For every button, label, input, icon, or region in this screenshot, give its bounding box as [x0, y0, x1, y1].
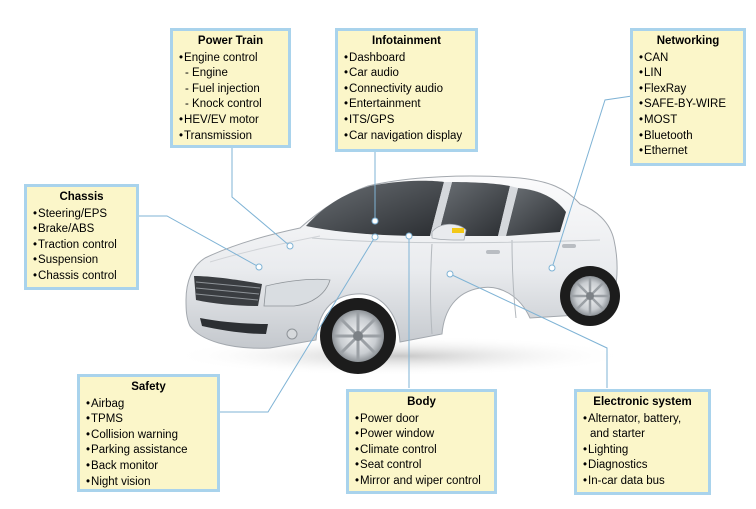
list-item: Connectivity audio: [344, 82, 469, 98]
networking-list: CAN LIN FlexRay SAFE-BY-WIRE MOST Blueto…: [639, 51, 737, 160]
list-item: Car navigation display: [344, 129, 469, 145]
list-item: FlexRay: [639, 82, 737, 98]
list-item: Suspension: [33, 253, 130, 269]
chassis-box: Chassis Steering/EPS Brake/ABS Traction …: [24, 184, 139, 290]
list-item: CAN: [639, 51, 737, 67]
chassis-title: Chassis: [59, 191, 104, 203]
list-subitem: Fuel injection: [179, 82, 282, 98]
car-shadow: [170, 336, 630, 376]
car-illustration: [185, 175, 620, 374]
connector-electronic-system: [449, 273, 608, 388]
list-item: Bluetooth: [639, 129, 737, 145]
list-item-continuation: and starter: [590, 428, 645, 441]
electronic-system-list: Alternator, battery, and starter Lightin…: [583, 412, 702, 490]
list-item: Brake/ABS: [33, 222, 130, 238]
connector-power-train: [231, 138, 291, 247]
list-item: Lighting: [583, 443, 702, 459]
safety-box: Safety Airbag TPMS Collision warning Par…: [77, 374, 220, 492]
list-item: Power window: [355, 427, 488, 443]
power-train-list: Engine control Engine Fuel injection Kno…: [179, 51, 282, 145]
list-item: Mirror and wiper control: [355, 474, 488, 490]
list-item: ITS/GPS: [344, 113, 469, 129]
power-train-title: Power Train: [197, 35, 264, 47]
list-item: Dashboard: [344, 51, 469, 67]
list-item: Car audio: [344, 66, 469, 82]
list-subitem: Knock control: [179, 97, 282, 113]
body-list: Power door Power window Climate control …: [355, 412, 488, 490]
list-item: Engine control: [179, 51, 282, 67]
infotainment-title: Infotainment: [372, 35, 441, 47]
connector-chassis: [139, 215, 260, 268]
list-item: Diagnostics: [583, 458, 702, 474]
list-item: SAFE-BY-WIRE: [639, 97, 737, 113]
networking-title: Networking: [656, 35, 720, 47]
safety-list: Airbag TPMS Collision warning Parking as…: [86, 397, 211, 491]
safety-title: Safety: [131, 381, 166, 393]
list-item: Transmission: [179, 129, 282, 145]
list-item: Seat control: [355, 458, 488, 474]
chassis-list: Steering/EPS Brake/ABS Traction control …: [33, 207, 130, 285]
list-item: Collision warning: [86, 428, 211, 444]
list-item: Night vision: [86, 475, 211, 491]
list-item: Back monitor: [86, 459, 211, 475]
body-box: Body Power door Power window Climate con…: [346, 389, 497, 494]
list-item: Ethernet: [639, 144, 737, 160]
connector-networking: [551, 95, 633, 269]
connector-safety: [219, 236, 376, 413]
list-item: LIN: [639, 66, 737, 82]
power-train-box: Power Train Engine control Engine Fuel i…: [170, 28, 291, 148]
body-title: Body: [407, 396, 436, 408]
list-item: Traction control: [33, 238, 130, 254]
list-item: Chassis control: [33, 269, 130, 285]
connector-lines: [139, 95, 633, 413]
list-item: In-car data bus: [583, 474, 702, 490]
networking-box: Networking CAN LIN FlexRay SAFE-BY-WIRE …: [630, 28, 746, 166]
list-item: Entertainment: [344, 97, 469, 113]
list-item: Climate control: [355, 443, 488, 459]
infotainment-box: Infotainment Dashboard Car audio Connect…: [335, 28, 478, 152]
list-item: Alternator, battery,: [583, 412, 702, 428]
list-subitem: Engine: [179, 66, 282, 82]
list-item: TPMS: [86, 412, 211, 428]
list-item: HEV/EV motor: [179, 113, 282, 129]
list-item: Airbag: [86, 397, 211, 413]
electronic-system-title: Electronic system: [593, 396, 692, 408]
list-item: MOST: [639, 113, 737, 129]
infotainment-list: Dashboard Car audio Connectivity audio E…: [344, 51, 469, 145]
list-item: Parking assistance: [86, 443, 211, 459]
list-item: Power door: [355, 412, 488, 428]
list-item: Steering/EPS: [33, 207, 130, 223]
electronic-system-box: Electronic system Alternator, battery, a…: [574, 389, 711, 495]
